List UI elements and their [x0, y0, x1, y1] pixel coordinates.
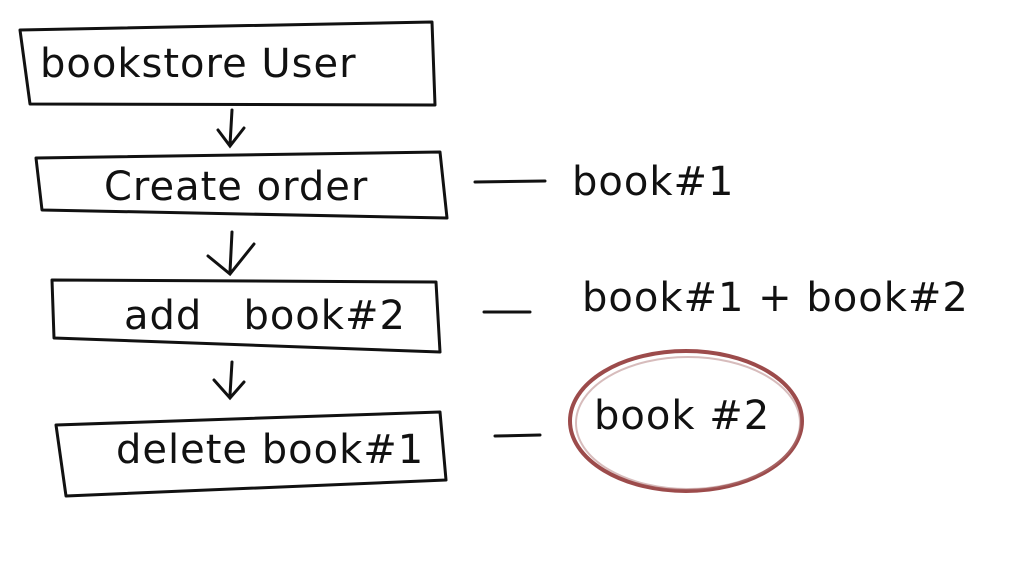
connector-dash-1	[473, 179, 547, 184]
step-label-create-order: Create order	[104, 164, 369, 210]
state-label-3: book #2	[594, 393, 771, 439]
arrow-1	[216, 108, 246, 149]
step-label-delete-book: delete book#1	[116, 427, 425, 473]
state-label-1: book#1	[572, 159, 735, 205]
arrow-2	[206, 230, 256, 277]
connector-dash-3	[493, 433, 542, 438]
step-label-add-book: add book#2	[124, 293, 406, 339]
state-label-2: book#1 + book#2	[582, 275, 969, 321]
arrow-3	[212, 360, 246, 401]
step-label-bookstore-user: bookstore User	[40, 41, 357, 87]
